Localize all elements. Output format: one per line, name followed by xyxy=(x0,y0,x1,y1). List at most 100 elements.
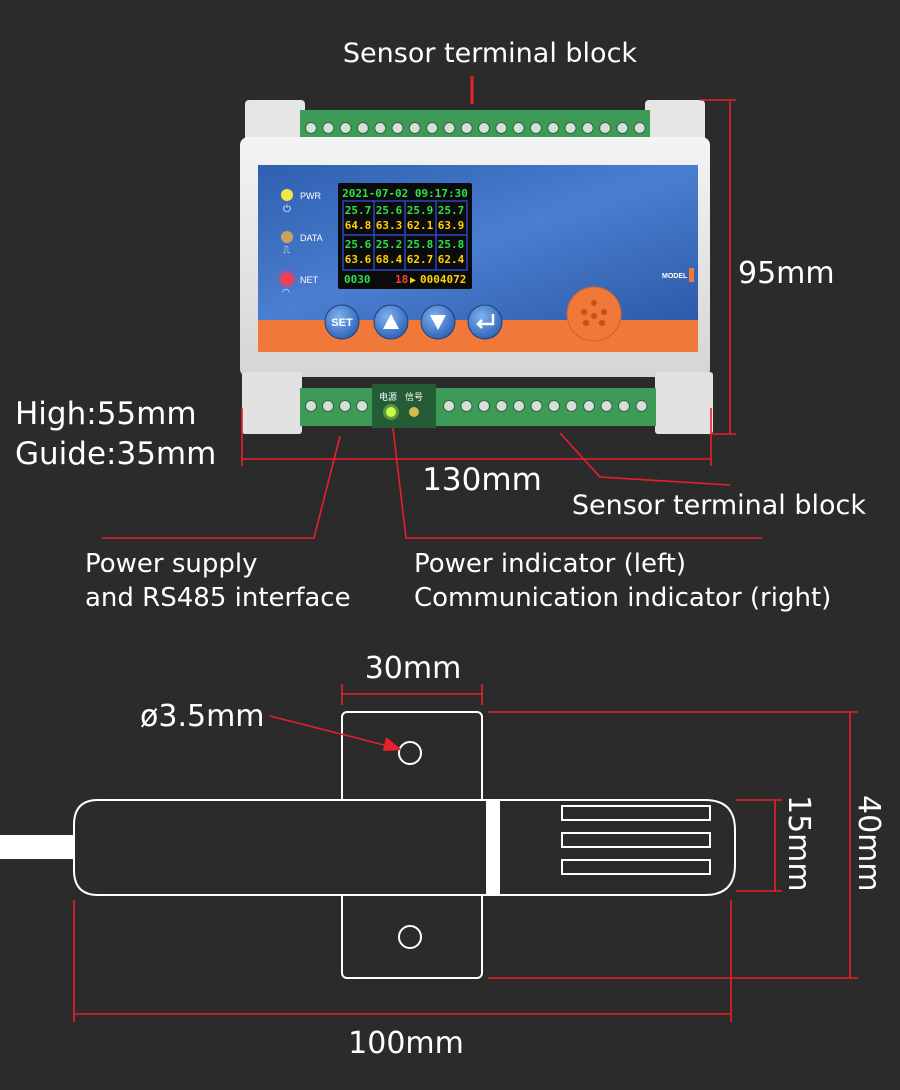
terminal-screw xyxy=(339,122,352,134)
terminal-screw xyxy=(564,122,577,134)
case-bottom-left xyxy=(242,372,302,434)
pwr-led xyxy=(281,189,293,201)
power-icon: ⏻ xyxy=(283,204,291,215)
terminal-screw xyxy=(322,400,334,412)
probe-dimension-lines xyxy=(73,684,858,1022)
case-top-right-tab xyxy=(645,100,705,145)
terminal-screw xyxy=(443,122,456,134)
lcd-footer-right: 0004072 xyxy=(420,273,466,286)
mount-hole-top xyxy=(398,741,422,765)
terminal-screw xyxy=(530,400,543,412)
top-terminal-screws xyxy=(305,122,646,134)
lcd-grid xyxy=(342,200,468,271)
set-button[interactable]: SET xyxy=(324,304,360,340)
probe-body xyxy=(73,799,736,896)
data-led-label: DATA xyxy=(300,233,323,243)
high-label: High:55mm xyxy=(15,396,197,432)
pulse-icon: ⎍ xyxy=(283,245,290,256)
set-button-label: SET xyxy=(331,317,353,329)
terminal-screw xyxy=(548,400,560,412)
down-button[interactable] xyxy=(420,304,456,340)
bottom-led-block xyxy=(372,384,436,428)
lcd-value: 63.9 xyxy=(438,219,465,232)
lcd-value: 25.7 xyxy=(345,204,372,217)
probe-vent-1 xyxy=(561,805,711,821)
buzzer xyxy=(566,286,622,342)
terminal-screw xyxy=(633,122,646,134)
enter-icon xyxy=(476,314,495,329)
net-led-label: NET xyxy=(300,275,319,285)
lcd-footer-left: 0030 xyxy=(344,273,371,286)
terminal-screw xyxy=(583,400,595,412)
probe-15mm-label: 15mm xyxy=(781,795,816,892)
lcd-value: 25.6 xyxy=(376,204,403,217)
probe-width-label: 30mm xyxy=(365,651,462,686)
terminal-screw xyxy=(322,122,335,134)
probe-vent-3 xyxy=(561,859,711,875)
terminal-screw xyxy=(426,122,439,134)
down-arrow-icon xyxy=(430,315,446,330)
probe-length-label: 100mm xyxy=(348,1026,464,1061)
terminal-screw xyxy=(339,400,351,412)
lcd-value: 25.7 xyxy=(438,204,465,217)
terminal-screw xyxy=(408,122,421,134)
indicator-label-line1: Power indicator (left) xyxy=(414,549,686,579)
data-led xyxy=(281,231,293,243)
terminal-screw xyxy=(443,400,455,412)
terminal-screw xyxy=(547,122,560,134)
bottom-led-label-left: 电源 xyxy=(379,391,397,402)
case-bottom-right xyxy=(655,372,713,434)
terminal-screw xyxy=(305,400,317,412)
terminal-screw xyxy=(581,122,594,134)
terminal-screw xyxy=(356,400,368,412)
terminal-screw xyxy=(460,400,473,412)
terminal-screw xyxy=(635,400,648,412)
lcd-value: 62.4 xyxy=(438,253,465,266)
terminal-screw xyxy=(529,122,542,134)
lcd-footer-mid: 18 xyxy=(395,273,408,286)
device-dimension-lines xyxy=(102,99,762,539)
lcd-value: 63.6 xyxy=(345,253,372,266)
pwr-led-label: PWR xyxy=(300,191,321,201)
terminal-screw xyxy=(478,400,490,412)
terminal-screw xyxy=(565,400,578,412)
hole-diameter-label: ø3.5mm xyxy=(140,699,265,734)
terminal-screw xyxy=(618,400,630,412)
hole-leader-arrow xyxy=(383,737,402,751)
lcd-datetime: 2021-07-02 09:17:30 xyxy=(342,187,468,200)
lcd-value: 68.4 xyxy=(376,253,403,266)
bottom-terminal-screws xyxy=(305,400,648,412)
lcd-play-icon: ▶ xyxy=(410,275,416,286)
lcd-value: 25.9 xyxy=(407,204,434,217)
up-button[interactable] xyxy=(373,304,409,340)
lcd-value: 25.8 xyxy=(438,238,465,251)
height-dim-label: 95mm xyxy=(738,256,835,291)
terminal-screw xyxy=(512,122,525,134)
lcd-value: 63.3 xyxy=(376,219,403,232)
terminal-screw xyxy=(356,122,369,134)
model-tag xyxy=(689,268,694,282)
terminal-screw xyxy=(616,122,629,134)
sensor-terminal-bottom-label: Sensor terminal block xyxy=(572,490,867,521)
terminal-screw xyxy=(599,122,612,134)
probe-40mm-label: 40mm xyxy=(851,795,886,892)
indicator-label-line2: Communication indicator (right) xyxy=(414,583,831,613)
width-dim-label: 130mm xyxy=(422,462,542,498)
terminal-screw xyxy=(495,122,508,134)
lcd-value: 64.8 xyxy=(345,219,372,232)
lcd-value: 25.8 xyxy=(407,238,434,251)
wifi-icon: ◠ xyxy=(282,287,290,297)
terminal-screw xyxy=(305,122,317,134)
enter-button[interactable] xyxy=(467,304,503,340)
probe xyxy=(0,711,736,979)
bottom-led-label-right: 信号 xyxy=(405,391,423,402)
terminal-screw xyxy=(460,122,473,134)
terminal-screw xyxy=(513,400,525,412)
model-label: MODEL xyxy=(662,273,688,280)
lcd-value: 25.6 xyxy=(345,238,372,251)
bottom-signal-led xyxy=(409,407,419,417)
terminal-screw xyxy=(391,122,404,134)
terminal-screw xyxy=(495,400,508,412)
mount-hole-bottom xyxy=(398,925,422,949)
